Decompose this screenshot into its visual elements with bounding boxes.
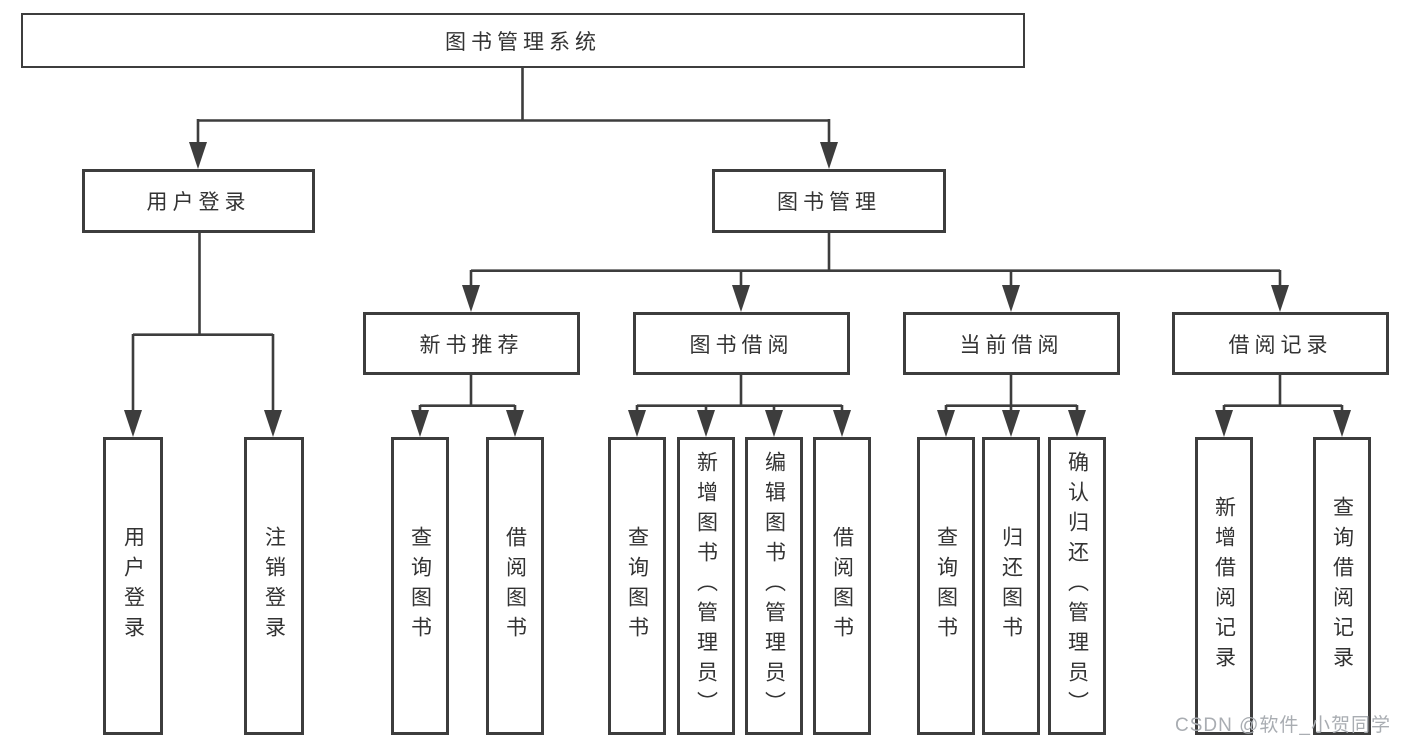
leaf-query-borrow-record-label: 查询借阅记录 (1330, 496, 1354, 676)
leaf-query-books-current: 查询图书 (917, 437, 975, 735)
node-new-book-recommend: 新书推荐 (363, 312, 580, 375)
leaf-user-login-label: 用户登录 (121, 526, 145, 646)
leaf-add-books-admin: 新增图书（管理员） (677, 437, 735, 735)
leaf-query-books-current-label: 查询图书 (934, 526, 958, 646)
leaf-add-borrow-record-label: 新增借阅记录 (1212, 496, 1236, 676)
node-root-label: 图书管理系统 (445, 30, 601, 54)
node-book-management-label: 图书管理 (777, 191, 881, 214)
connector-currentborrow-to-leaves (937, 375, 1086, 437)
leaf-edit-books-admin-label: 编辑图书（管理员） (762, 451, 786, 721)
leaf-query-books-borrow-label: 查询图书 (625, 526, 649, 646)
leaf-query-books-recommend: 查询图书 (391, 437, 449, 735)
connector-newbook-to-leaves (411, 375, 524, 437)
leaf-confirm-return-admin: 确认归还（管理员） (1048, 437, 1106, 735)
leaf-borrow-books-label: 借阅图书 (830, 526, 854, 646)
node-borrow-records-label: 借阅记录 (1228, 333, 1333, 357)
node-borrow-records: 借阅记录 (1172, 312, 1389, 375)
connector-userlogin-to-leaves (124, 233, 282, 437)
leaf-query-books-recommend-label: 查询图书 (408, 526, 432, 646)
node-book-management: 图书管理 (712, 169, 946, 233)
connector-bookborrow-to-leaves (628, 375, 851, 437)
csdn-watermark: CSDN @软件_小贺同学 (1175, 715, 1391, 736)
leaf-return-books-label: 归还图书 (999, 526, 1023, 646)
node-user-login-label: 用户登录 (146, 191, 251, 214)
leaf-borrow-books-recommend: 借阅图书 (486, 437, 544, 735)
leaf-return-books: 归还图书 (982, 437, 1040, 735)
node-book-borrow: 图书借阅 (633, 312, 850, 375)
leaf-query-books-borrow: 查询图书 (608, 437, 666, 735)
leaf-query-borrow-record: 查询借阅记录 (1313, 437, 1371, 735)
connector-borrowrecord-to-leaves (1215, 375, 1351, 437)
connector-root-to-level2 (189, 68, 838, 169)
connector-bookmgmt-to-level3 (462, 233, 1289, 312)
node-new-book-recommend-label: 新书推荐 (419, 333, 524, 357)
node-root-system: 图书管理系统 (21, 13, 1025, 68)
leaf-logout: 注销登录 (244, 437, 304, 735)
leaf-user-login: 用户登录 (103, 437, 163, 735)
leaf-add-borrow-record: 新增借阅记录 (1195, 437, 1253, 735)
leaf-borrow-books-recommend-label: 借阅图书 (503, 526, 527, 646)
leaf-edit-books-admin: 编辑图书（管理员） (745, 437, 803, 735)
leaf-add-books-admin-label: 新增图书（管理员） (694, 451, 718, 721)
leaf-confirm-return-admin-label: 确认归还（管理员） (1065, 451, 1089, 721)
node-current-borrow: 当前借阅 (903, 312, 1120, 375)
node-user-login: 用户登录 (82, 169, 315, 233)
leaf-borrow-books: 借阅图书 (813, 437, 871, 735)
leaf-logout-label: 注销登录 (262, 526, 286, 646)
node-book-borrow-label: 图书借阅 (689, 333, 794, 357)
node-current-borrow-label: 当前借阅 (959, 333, 1064, 357)
